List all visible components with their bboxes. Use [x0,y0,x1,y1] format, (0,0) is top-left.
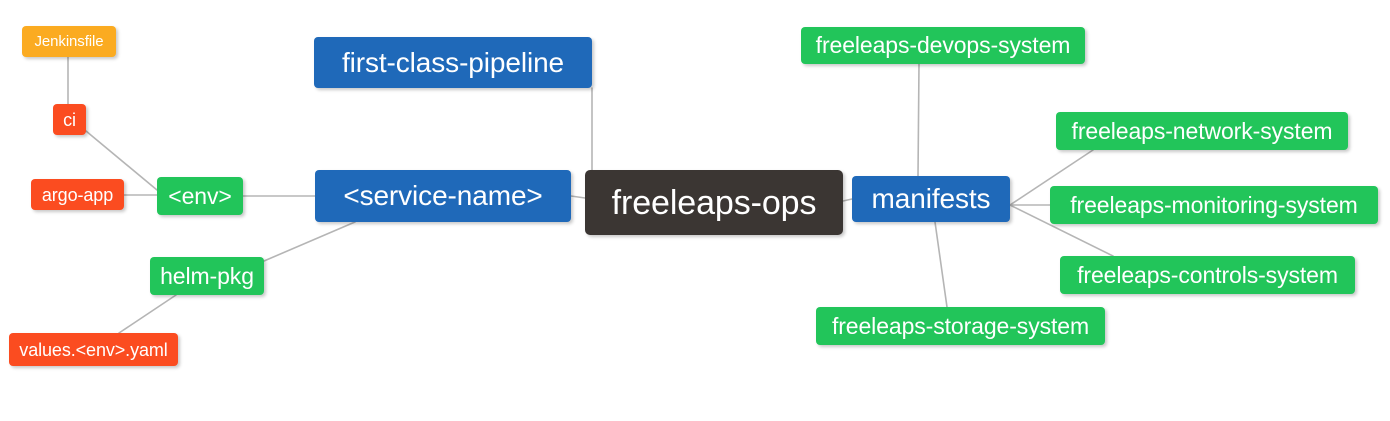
node-label: helm-pkg [160,262,254,289]
edge-manifests-to-freeleaps-storage-system [934,221,948,308]
node-first-class-pipeline[interactable]: first-class-pipeline [314,37,592,88]
node-label: freeleaps-storage-system [831,312,1090,339]
node-env[interactable]: <env> [157,177,243,215]
node-argo-app[interactable]: argo-app [31,179,124,210]
node-ci[interactable]: ci [53,104,86,135]
node-label: freeleaps-ops [611,183,817,222]
node-label: freeleaps-controls-system [1077,261,1338,288]
node-freeleaps-storage-system[interactable]: freeleaps-storage-system [816,307,1105,345]
node-label: freeleaps-monitoring-system [1070,191,1358,218]
edge-manifests-to-freeleaps-devops-system [917,63,920,177]
node-service-name[interactable]: <service-name> [315,170,571,222]
node-label: values.<env>.yaml [19,339,168,360]
node-Jenkinsfile[interactable]: Jenkinsfile [22,26,116,57]
node-helm-pkg[interactable]: helm-pkg [150,257,264,295]
node-label: argo-app [41,184,114,205]
node-freeleaps-controls-system[interactable]: freeleaps-controls-system [1060,256,1355,294]
edge-service-name-to-helm-pkg [263,221,356,262]
node-freeleaps-network-system[interactable]: freeleaps-network-system [1056,112,1348,150]
node-label: first-class-pipeline [341,46,565,78]
node-freeleaps-devops-system[interactable]: freeleaps-devops-system [801,27,1085,64]
node-label: freeleaps-network-system [1071,117,1333,144]
node-values-env-yaml[interactable]: values.<env>.yaml [9,333,178,366]
node-label: freeleaps-devops-system [815,32,1071,58]
edge-freeleaps-ops-to-manifests [842,198,853,202]
node-label: manifests [871,183,991,214]
node-label: <env> [168,182,232,209]
node-label: ci [63,109,76,130]
node-label: <service-name> [343,180,543,211]
node-label: Jenkinsfile [34,33,104,50]
node-manifests[interactable]: manifests [852,176,1010,222]
node-freeleaps-ops[interactable]: freeleaps-ops [585,170,843,235]
node-freeleaps-monitoring-system[interactable]: freeleaps-monitoring-system [1050,186,1378,224]
edge-freeleaps-ops-to-service-name [570,195,586,199]
edge-helm-pkg-to-values-env-yaml [118,294,177,334]
